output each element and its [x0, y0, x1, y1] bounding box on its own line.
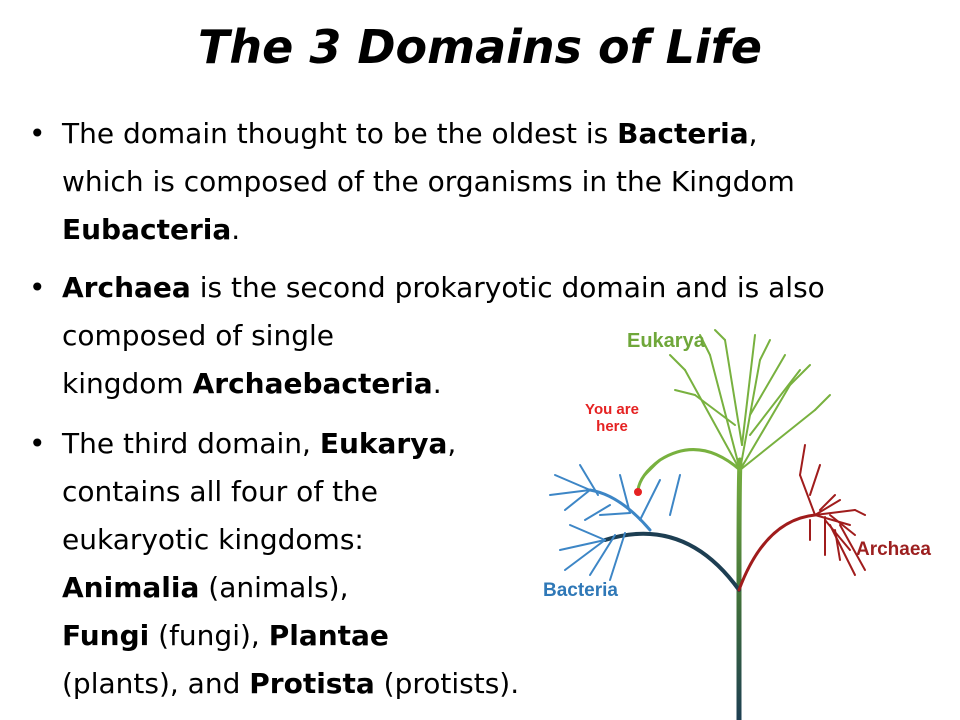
- bacteria-twig: [569, 524, 606, 541]
- eukarya-twig: [814, 394, 831, 411]
- bacteria-twig: [669, 474, 681, 516]
- eukarya-twig: [684, 369, 741, 471]
- bold-term: Protista: [249, 667, 375, 700]
- text-run: ,: [748, 117, 758, 150]
- bullet-line: The domain thought to be the oldest is B…: [62, 110, 795, 158]
- bullet-eukarya: The third domain, Eukarya, contains all f…: [29, 420, 519, 708]
- bullet-bacteria: The domain thought to be the oldest is B…: [29, 110, 795, 254]
- archaea-label: Archaea: [856, 539, 931, 560]
- archaea-twig: [799, 444, 806, 476]
- archaea-twig: [814, 499, 841, 516]
- bacteria-twig: [579, 464, 599, 496]
- eukarya-twig: [789, 364, 811, 386]
- bold-term: Bacteria: [617, 117, 749, 150]
- text-run: .: [432, 367, 442, 400]
- bold-term: Fungi: [62, 619, 150, 652]
- text-run: eukaryotic kingdoms:: [62, 523, 364, 556]
- archaea-twig: [799, 474, 816, 516]
- eukarya-twig: [709, 354, 741, 471]
- bacteria-twig: [619, 474, 631, 514]
- text-run: (protists).: [374, 667, 520, 700]
- bullet-archaea: Archaea is the second prokaryotic domain…: [29, 264, 825, 408]
- tree-of-life-graphic: [549, 329, 866, 720]
- text-run: (fungi),: [149, 619, 269, 652]
- bacteria-main-branch: [603, 531, 741, 592]
- text-run: The domain thought to be the oldest is: [62, 117, 618, 150]
- eukarya-twig: [759, 339, 771, 361]
- text-run: contains all four of the: [62, 475, 379, 508]
- eukarya-left-branch: [636, 448, 742, 492]
- eukarya-twig: [739, 409, 816, 471]
- bacteria-twig: [554, 474, 591, 491]
- bold-term: Eukarya: [319, 427, 448, 460]
- bullet-line: Fungi (fungi), Plantae: [62, 612, 519, 660]
- you-are-here-marker: [634, 488, 642, 496]
- text-run: The third domain,: [62, 427, 320, 460]
- you-are-here-label: You are here: [585, 401, 639, 435]
- archaea-twig: [809, 464, 821, 496]
- bullet-line: Eubacteria.: [62, 206, 795, 254]
- bacteria-twig: [564, 539, 606, 571]
- bacteria-label: Bacteria: [543, 580, 618, 601]
- bullet-line: eukaryotic kingdoms:: [62, 516, 519, 564]
- text-run: which is composed of the organisms in th…: [62, 165, 795, 198]
- eukarya-twig: [699, 334, 711, 356]
- bacteria-twig: [589, 534, 616, 576]
- archaea-twig: [839, 524, 866, 571]
- bold-term: Archaebacteria: [192, 367, 433, 400]
- eukarya-twig: [749, 369, 801, 436]
- bacteria-twig: [584, 504, 611, 521]
- text-run: kingdom: [62, 367, 193, 400]
- bullet-line: (plants), and Protista (protists).: [62, 660, 519, 708]
- bullet-line: Archaea is the second prokaryotic domain…: [62, 264, 825, 312]
- archaea-twig: [829, 514, 856, 536]
- text-run: (plants), and: [62, 667, 250, 700]
- text-run: is the second prokaryotic domain and is …: [190, 271, 825, 304]
- archaea-twig: [834, 529, 841, 561]
- eukarya-twig: [741, 334, 756, 446]
- archaea-twig: [814, 514, 851, 526]
- bacteria-twig: [549, 489, 591, 496]
- bullet-line: contains all four of the: [62, 468, 519, 516]
- bullet-line: which is composed of the organisms in th…: [62, 158, 795, 206]
- eukarya-twig: [644, 459, 661, 476]
- text-run: composed of single: [62, 319, 334, 352]
- archaea-main-branch: [737, 513, 817, 592]
- text-run: .: [231, 213, 241, 246]
- archaea-twig: [854, 509, 866, 516]
- archaea-twig: [819, 494, 836, 511]
- eukarya-twig: [739, 384, 791, 471]
- bullet-line: The third domain, Eukarya,: [62, 420, 519, 468]
- bacteria-twig: [609, 532, 626, 581]
- bold-term: Archaea: [62, 271, 191, 304]
- eukarya-twig: [674, 389, 696, 396]
- slide-title: The 3 Domains of Life: [198, 20, 762, 74]
- bacteria-twig: [559, 539, 606, 551]
- text-run: (animals),: [199, 571, 349, 604]
- archaea-twig: [814, 509, 856, 516]
- bullet-line: kingdom Archaebacteria.: [62, 360, 825, 408]
- bullet-line: composed of single: [62, 312, 825, 360]
- text-run: ,: [447, 427, 457, 460]
- bacteria-twig: [639, 479, 661, 521]
- bacteria-twig: [564, 489, 591, 511]
- eukarya-twig: [749, 354, 786, 416]
- bold-term: Eubacteria: [62, 213, 232, 246]
- bold-term: Animalia: [62, 571, 200, 604]
- eukarya-twig: [724, 339, 743, 446]
- bacteria-sub-branch: [588, 488, 652, 532]
- eukarya-twig: [714, 329, 726, 341]
- bacteria-twig: [599, 512, 631, 516]
- archaea-twig: [829, 524, 856, 576]
- bullet-line: Animalia (animals),: [62, 564, 519, 612]
- bold-term: Plantae: [268, 619, 389, 652]
- eukarya-twig: [694, 394, 736, 426]
- tree-of-life-diagram: Eukarya You are here Archaea Bacteria: [510, 325, 960, 720]
- eukarya-label: Eukarya: [627, 330, 705, 352]
- eukarya-twig: [669, 354, 686, 371]
